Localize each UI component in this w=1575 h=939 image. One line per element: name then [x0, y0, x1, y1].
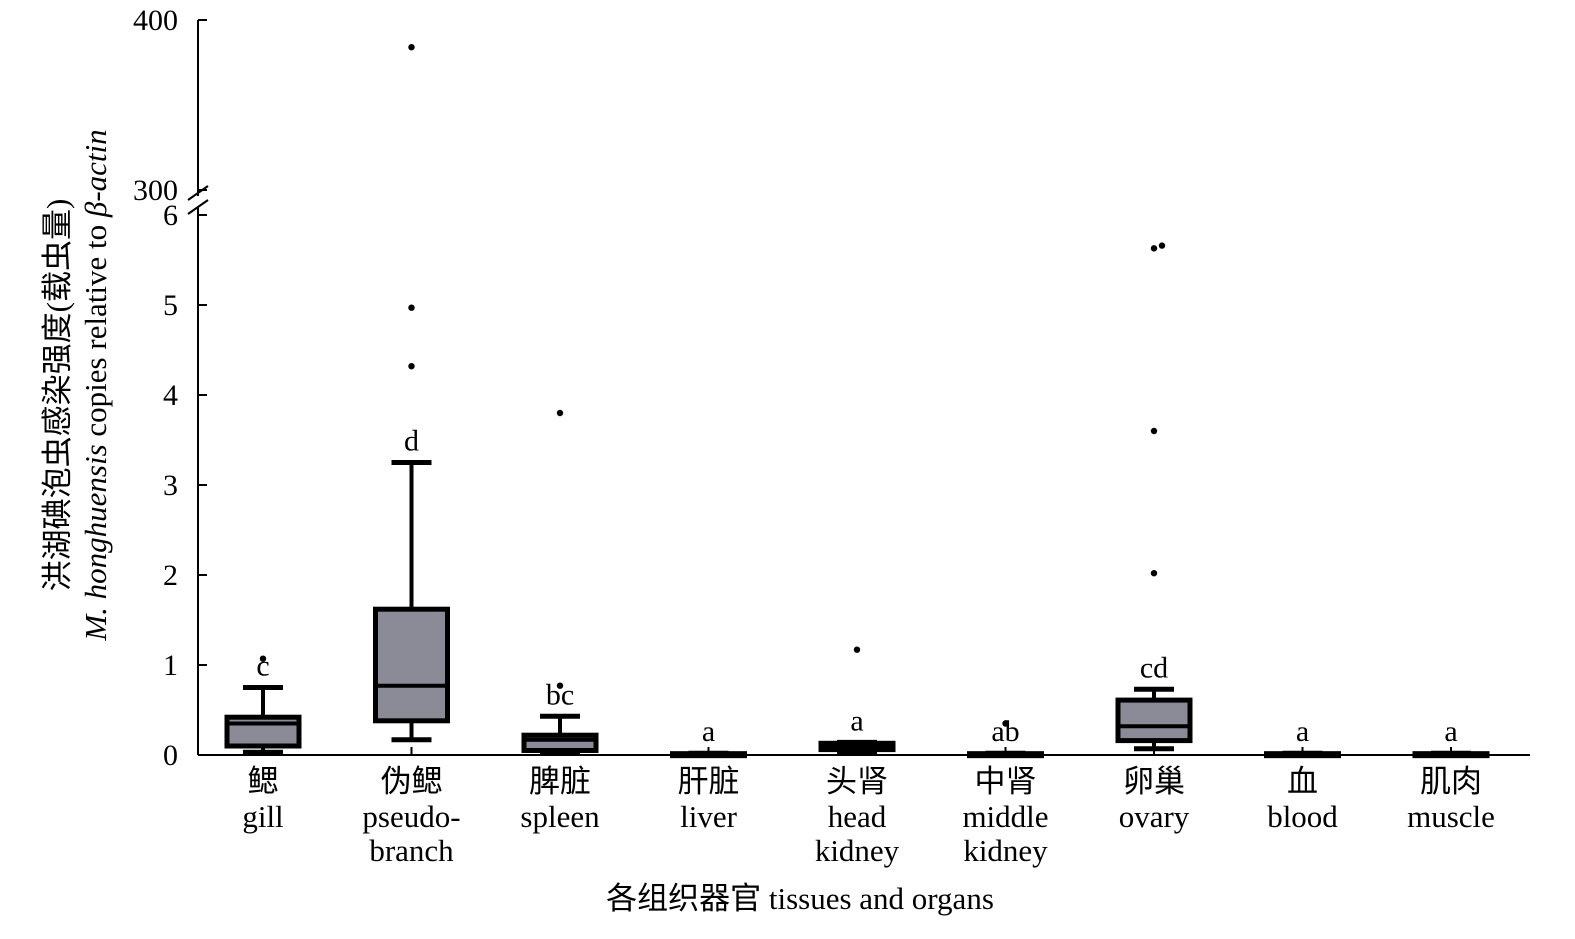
significance-label: ab: [991, 715, 1019, 748]
y-tick-label: 1: [163, 649, 178, 682]
category-label-en: spleen: [520, 799, 600, 834]
category-label-en: kidney: [815, 833, 900, 868]
y-axis-label-line1: 洪湖碘泡虫感染强度(载虫量): [40, 199, 75, 592]
y-axis-label: 洪湖碘泡虫感染强度(载虫量): [40, 199, 75, 592]
significance-label: d: [404, 425, 419, 458]
category-label-zh: 血: [1287, 764, 1318, 799]
outlier-point: [556, 409, 564, 417]
outlier-point: [853, 646, 861, 653]
significance-label: a: [1444, 715, 1457, 748]
category-label-en: gill: [242, 799, 283, 834]
x-axis-label: 各组织器官 tissues and organs: [606, 881, 994, 916]
category-label-zh: 中肾: [975, 764, 1037, 799]
outlier-point: [1150, 245, 1158, 252]
box-middlekidney: ab: [967, 715, 1044, 759]
box-iqr: [1115, 697, 1193, 744]
axis-break-mark: [187, 199, 209, 215]
category-label-zh: 脾脏: [529, 764, 591, 799]
category-label-zh: 鳃: [248, 764, 279, 799]
y-axis-label-line2: M. honghuensis copies relative to β-acti…: [78, 129, 113, 641]
outlier-point: [259, 655, 267, 662]
outlier-point: [1150, 427, 1158, 435]
box-ovary: cd: [1115, 242, 1193, 752]
category-label-en: middle: [962, 799, 1048, 834]
category-label-zh: 肝脏: [678, 764, 740, 799]
category-label-zh: 伪鳃: [381, 764, 443, 799]
box-iqr: [373, 606, 450, 724]
category-label-en: muscle: [1407, 799, 1495, 834]
box-headkidney: a: [818, 646, 896, 755]
category-label-en: ovary: [1119, 799, 1190, 834]
box-blood: a: [1264, 715, 1341, 759]
significance-label: a: [850, 704, 863, 737]
box-muscle: a: [1412, 715, 1490, 759]
y-tick-label: 5: [163, 289, 178, 322]
outlier-point: [556, 682, 564, 689]
significance-label: bc: [546, 678, 574, 711]
y-tick-label: 3: [163, 469, 178, 502]
y-tick-label: 4: [163, 379, 178, 412]
category-label-en: kidney: [963, 833, 1048, 868]
y-tick-label: 400: [133, 4, 178, 37]
category-label-en: branch: [369, 833, 454, 868]
y-tick-label: 6: [163, 199, 178, 232]
outlier-point: [408, 304, 415, 311]
y-axis-label-2: M. honghuensis copies relative to β-acti…: [78, 129, 113, 641]
category-label-en: pseudo-: [362, 799, 460, 834]
outlier-point: [1158, 242, 1166, 249]
outlier-point: [408, 44, 415, 51]
significance-label: c: [256, 650, 269, 683]
significance-label: a: [702, 715, 715, 748]
category-label-en: blood: [1267, 799, 1338, 834]
category-label-zh: 头肾: [826, 764, 888, 799]
axis-break-mark: [187, 185, 209, 201]
category-label-en: head: [828, 799, 887, 834]
significance-label: cd: [1140, 651, 1168, 684]
significance-label: a: [1296, 715, 1309, 748]
y-tick-label: 0: [163, 739, 178, 772]
box-gill: c: [224, 650, 302, 755]
outlier-point: [1002, 720, 1009, 727]
box-spleen: bc: [521, 409, 599, 756]
outlier-point: [408, 363, 415, 370]
y-tick-label: 2: [163, 559, 178, 592]
box-liver: a: [670, 715, 747, 759]
y-tick-label: 300: [133, 174, 178, 207]
box-iqr: [521, 732, 599, 754]
category-label-en: liver: [680, 799, 737, 834]
category-label-zh: 卵巢: [1123, 764, 1185, 799]
category-label-zh: 肌肉: [1420, 764, 1482, 799]
outlier-point: [1150, 570, 1158, 577]
box-pseudobranch: d: [373, 44, 450, 743]
